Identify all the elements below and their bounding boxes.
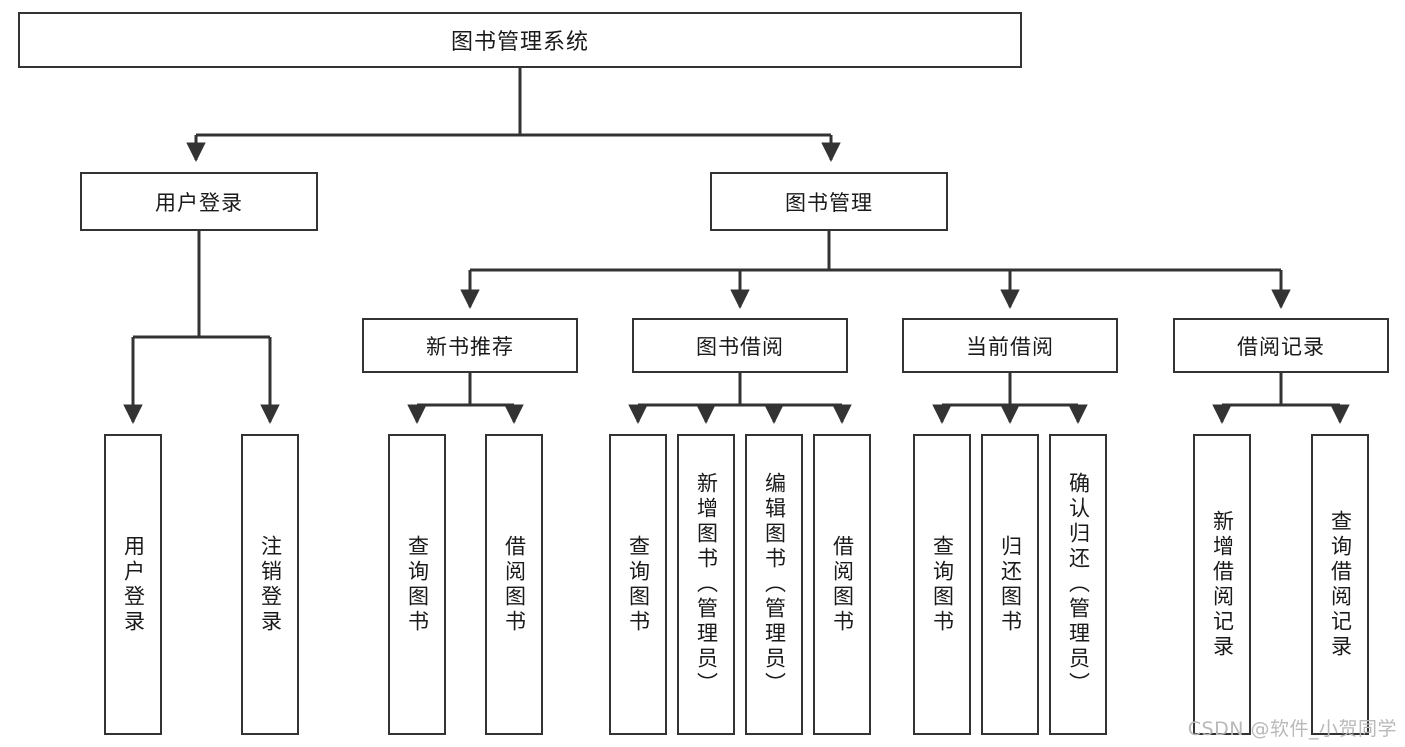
node-label: 编辑图书（管理员） [762, 472, 787, 697]
leaf-current-borrow-0[interactable]: 查询图书 [913, 434, 971, 735]
leaf-borrow-record-0[interactable]: 新增借阅记录 [1193, 434, 1251, 735]
node-label: 确认归还（管理员） [1066, 472, 1091, 697]
node-label: 用户登录 [121, 534, 146, 635]
leaf-current-borrow-1[interactable]: 归还图书 [981, 434, 1039, 735]
node-label: 借阅图书 [830, 534, 855, 635]
node-label: 查询图书 [930, 534, 955, 635]
node-label: 注销登录 [258, 534, 283, 635]
leaf-borrow-record-1[interactable]: 查询借阅记录 [1311, 434, 1369, 735]
node-label: 当前借阅 [966, 334, 1054, 359]
node-borrow-record[interactable]: 借阅记录 [1173, 318, 1389, 373]
node-label: 图书借阅 [696, 334, 784, 359]
node-label: 新书推荐 [426, 334, 514, 359]
node-label: 图书管理 [785, 190, 873, 215]
leaf-new-book-recommend-0[interactable]: 查询图书 [388, 434, 446, 735]
node-label: 借阅图书 [502, 534, 527, 635]
node-label: 查询图书 [405, 534, 430, 635]
node-current-borrow[interactable]: 当前借阅 [902, 318, 1118, 373]
node-book-management[interactable]: 图书管理 [710, 172, 948, 231]
node-label: 图书管理系统 [450, 30, 589, 55]
node-book-borrow[interactable]: 图书借阅 [632, 318, 848, 373]
leaf-user-login-1[interactable]: 注销登录 [241, 434, 299, 735]
leaf-book-borrow-0[interactable]: 查询图书 [609, 434, 667, 735]
leaf-book-borrow-1[interactable]: 新增图书（管理员） [677, 434, 735, 735]
leaf-book-borrow-3[interactable]: 借阅图书 [813, 434, 871, 735]
node-new-book-recommend[interactable]: 新书推荐 [362, 318, 578, 373]
node-label: 查询借阅记录 [1328, 509, 1353, 660]
node-label: 新增借阅记录 [1210, 509, 1235, 660]
node-label: 借阅记录 [1237, 334, 1325, 359]
node-root-book-management-system[interactable]: 图书管理系统 [18, 12, 1022, 68]
leaf-book-borrow-2[interactable]: 编辑图书（管理员） [745, 434, 803, 735]
leaf-new-book-recommend-1[interactable]: 借阅图书 [485, 434, 543, 735]
leaf-current-borrow-2[interactable]: 确认归还（管理员） [1049, 434, 1107, 735]
leaf-user-login-0[interactable]: 用户登录 [104, 434, 162, 735]
node-user-login[interactable]: 用户登录 [80, 172, 318, 231]
node-label: 归还图书 [998, 534, 1023, 635]
node-label: 用户登录 [155, 190, 243, 215]
watermark: CSDN @软件_小贺同学 [1187, 718, 1397, 740]
node-label: 查询图书 [626, 534, 651, 635]
node-label: 新增图书（管理员） [694, 472, 719, 697]
